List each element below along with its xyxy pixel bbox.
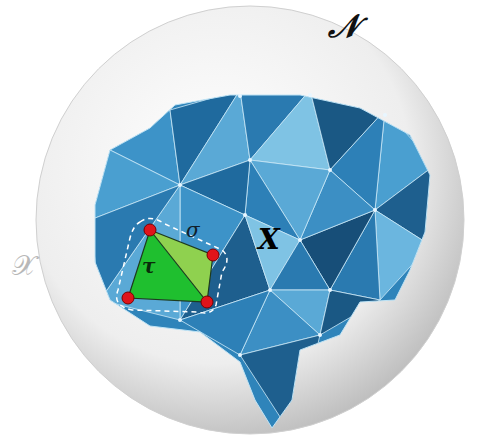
brain-outline [95, 95, 430, 428]
simplex-vertices [122, 224, 219, 308]
brain-mesh [80, 80, 450, 436]
dashed-outline [117, 218, 227, 313]
space-label: 𝒩 [328, 10, 359, 42]
mesh-vertices [178, 93, 387, 357]
face-label: τ [142, 256, 155, 276]
simplex-edges [128, 230, 213, 302]
set-label: 𝒳 [12, 252, 36, 280]
simplex-face [128, 230, 207, 302]
simplex-label: σ [186, 220, 200, 240]
complex-label: X [258, 226, 280, 254]
